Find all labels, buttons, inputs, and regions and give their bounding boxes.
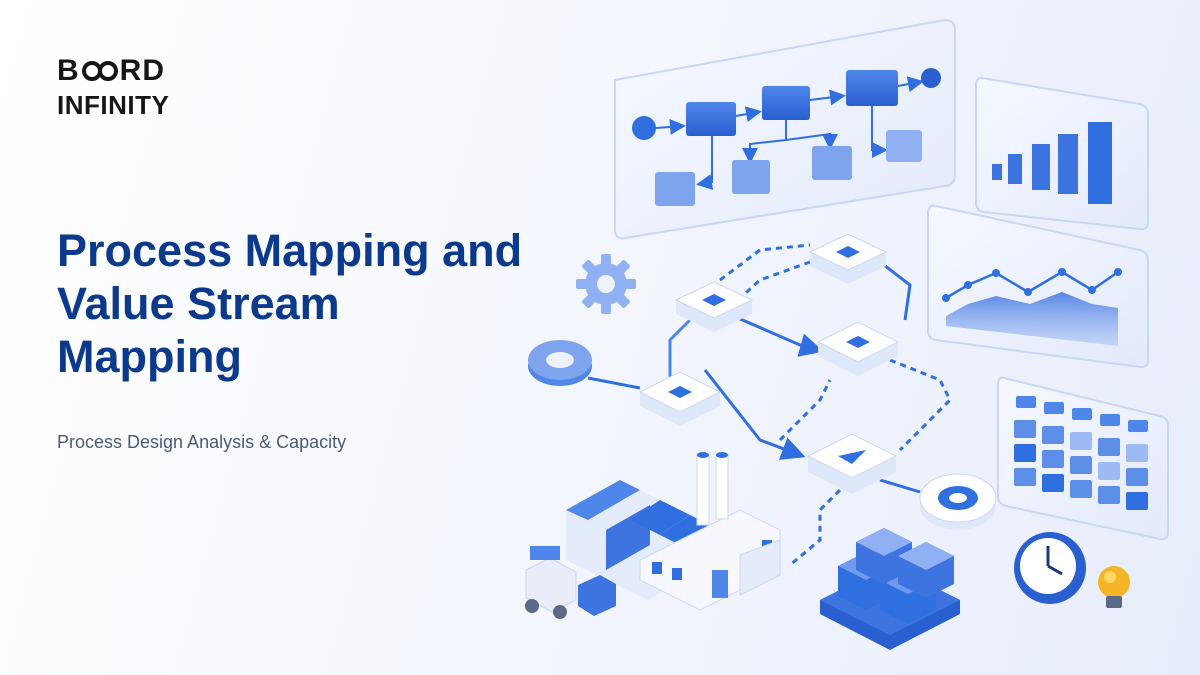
logo-text-right: RD <box>119 54 166 87</box>
gear-icon <box>576 254 636 314</box>
bar-chart-panel <box>975 76 1149 231</box>
clock-icon <box>1014 532 1086 604</box>
flowchart-panel <box>614 18 956 240</box>
page-subtitle: Process Design Analysis & Capacity <box>57 432 347 452</box>
boxes-icon <box>820 528 960 650</box>
process-node <box>806 433 898 494</box>
start-node-icon <box>528 340 592 386</box>
calendar-panel <box>997 376 1169 541</box>
page-title: Process Mapping and Value Stream Mapping <box>57 225 523 382</box>
process-node <box>808 233 888 284</box>
process-node <box>674 281 754 332</box>
logo-text-left: B <box>57 54 80 87</box>
factory-icon <box>566 452 781 611</box>
logo-text-bottom: INFINITY <box>57 90 170 120</box>
process-node <box>638 371 722 426</box>
lightbulb-icon <box>1098 566 1130 608</box>
end-node-icon <box>919 473 997 530</box>
process-connectors <box>587 243 952 567</box>
infinity-icon <box>81 61 118 81</box>
line-chart-panel <box>927 204 1149 369</box>
brand-logo: B RD INFINITY <box>57 54 170 121</box>
forklift-icon <box>525 546 616 619</box>
process-node <box>816 321 900 376</box>
